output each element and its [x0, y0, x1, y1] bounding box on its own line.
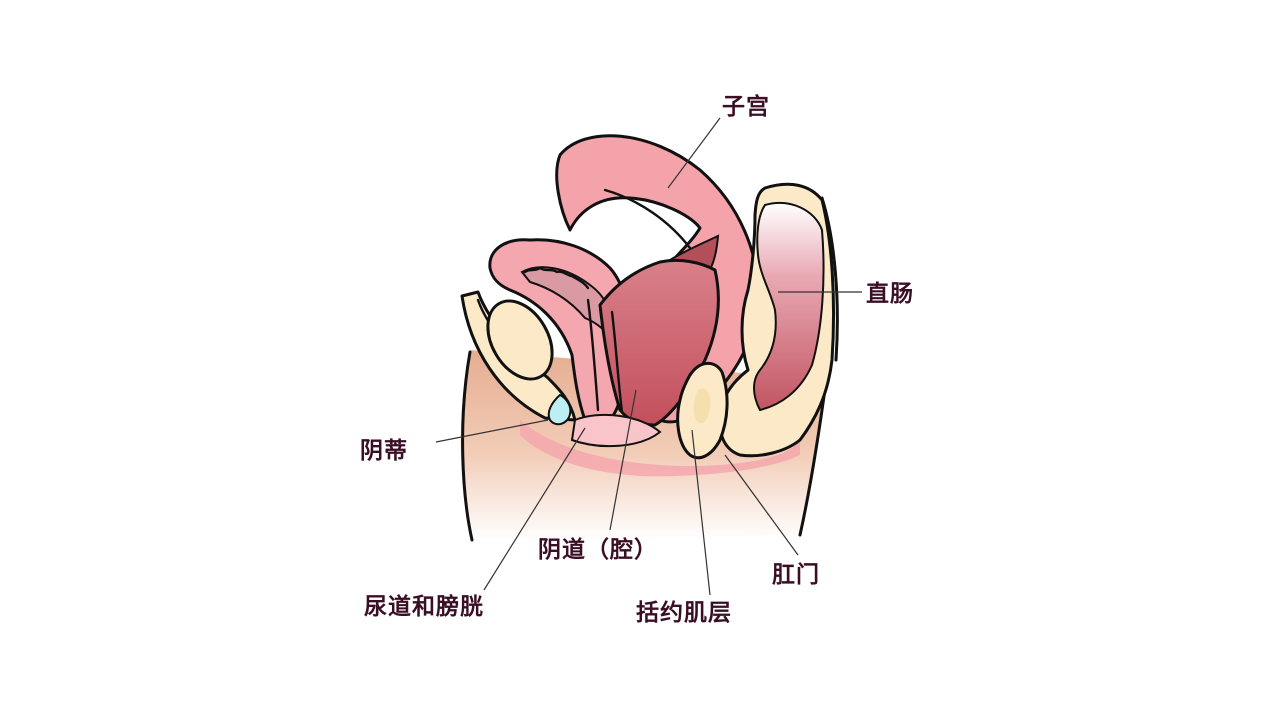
label-anus: 肛门: [772, 561, 820, 588]
label-vagina: 阴道（腔）: [538, 536, 658, 563]
label-rectum: 直肠: [866, 280, 914, 307]
label-uterus: 子宫: [722, 93, 770, 120]
label-clitoris: 阴蒂: [360, 438, 408, 464]
label-urethra-bladder: 尿道和膀胱: [364, 593, 484, 620]
label-sphincter: 括约肌层: [636, 599, 732, 626]
